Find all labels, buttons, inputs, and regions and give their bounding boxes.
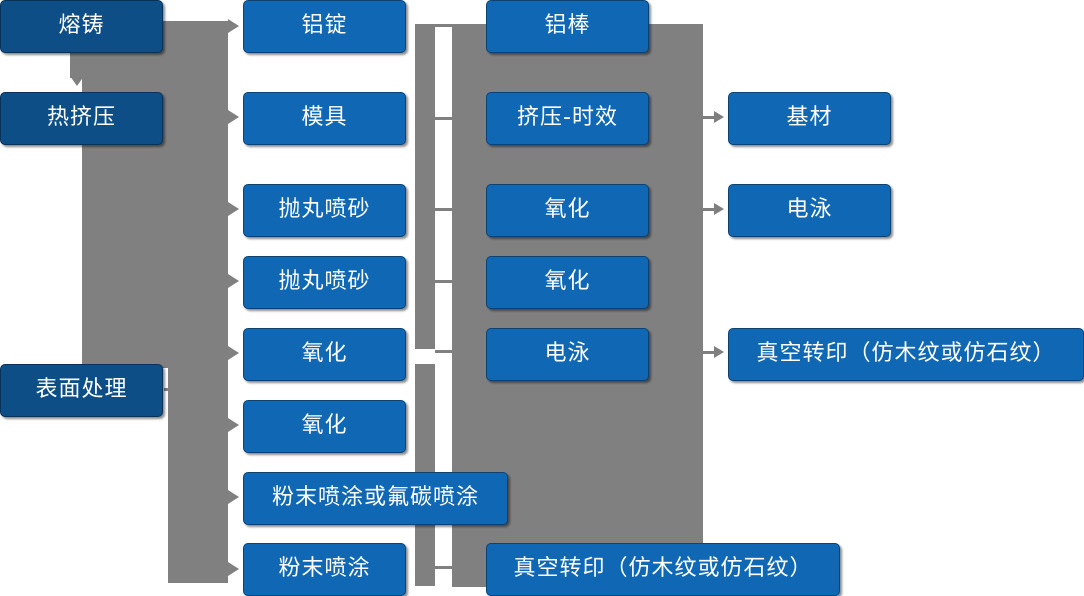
stage-arrow-8 xyxy=(228,562,239,576)
rongzhu-down-arrowhead xyxy=(70,76,84,86)
col2-tick-2 xyxy=(435,117,455,120)
biaomianchuli-link-line xyxy=(164,388,194,391)
result-arrow-2 xyxy=(714,203,724,215)
node-paowan-1[interactable]: 抛丸喷砂 xyxy=(243,184,406,237)
node-paowan-2[interactable]: 抛丸喷砂 xyxy=(243,256,406,309)
node-rongzhu[interactable]: 熔铸 xyxy=(0,0,163,53)
col2-tick-4 xyxy=(435,280,455,283)
node-yanghua-3[interactable]: 氧化 xyxy=(486,184,649,237)
node-biaomianchuli[interactable]: 表面处理 xyxy=(0,364,163,417)
node-jicai[interactable]: 基材 xyxy=(728,92,891,145)
node-muju[interactable]: 模具 xyxy=(243,92,406,145)
result-arrow-stem-3 xyxy=(703,351,716,354)
node-fenmo-huotan[interactable]: 粉末喷涂或氟碳喷涂 xyxy=(243,472,508,525)
stage-arrow-1 xyxy=(228,19,239,33)
node-yanghua-4[interactable]: 氧化 xyxy=(486,256,649,309)
node-fenmo[interactable]: 粉末喷涂 xyxy=(243,543,406,596)
col2-tick-1 xyxy=(435,24,455,27)
result-arrow-1 xyxy=(714,111,724,123)
node-dianyong-2[interactable]: 电泳 xyxy=(728,184,891,237)
node-zhenkong-1[interactable]: 真空转印（仿木纹或仿石纹） xyxy=(486,543,840,596)
node-zhenkong-2[interactable]: 真空转印（仿木纹或仿石纹） xyxy=(728,328,1084,381)
stage-arrow-7 xyxy=(228,490,239,504)
col2-tick-6 xyxy=(435,566,455,569)
stage-arrow-6 xyxy=(228,418,239,432)
col2-spine-upper xyxy=(415,24,435,349)
rongzhu-down-stem xyxy=(70,52,86,78)
stage-arrow-4 xyxy=(228,274,239,288)
node-yanghua-2[interactable]: 氧化 xyxy=(243,400,406,453)
stage-arrow-5 xyxy=(228,346,239,360)
node-yanghua-1[interactable]: 氧化 xyxy=(243,328,406,381)
stage-band-upper xyxy=(82,21,228,368)
stage-band-lower xyxy=(168,368,228,583)
node-lubang[interactable]: 铝棒 xyxy=(486,0,649,53)
stage-arrow-2 xyxy=(228,110,239,124)
stage-arrow-3 xyxy=(228,202,239,216)
result-arrow-stem-1 xyxy=(703,116,716,119)
result-arrow-3 xyxy=(714,346,724,358)
node-rejiya[interactable]: 热挤压 xyxy=(0,92,163,145)
node-ludig[interactable]: 铝锭 xyxy=(243,0,406,53)
col2-tick-3 xyxy=(435,208,455,211)
result-arrow-stem-2 xyxy=(703,208,716,211)
node-dianyong-1[interactable]: 电泳 xyxy=(486,328,649,381)
node-jiya-shixiao[interactable]: 挤压-时效 xyxy=(486,92,649,145)
col2-tick-5 xyxy=(435,350,455,353)
